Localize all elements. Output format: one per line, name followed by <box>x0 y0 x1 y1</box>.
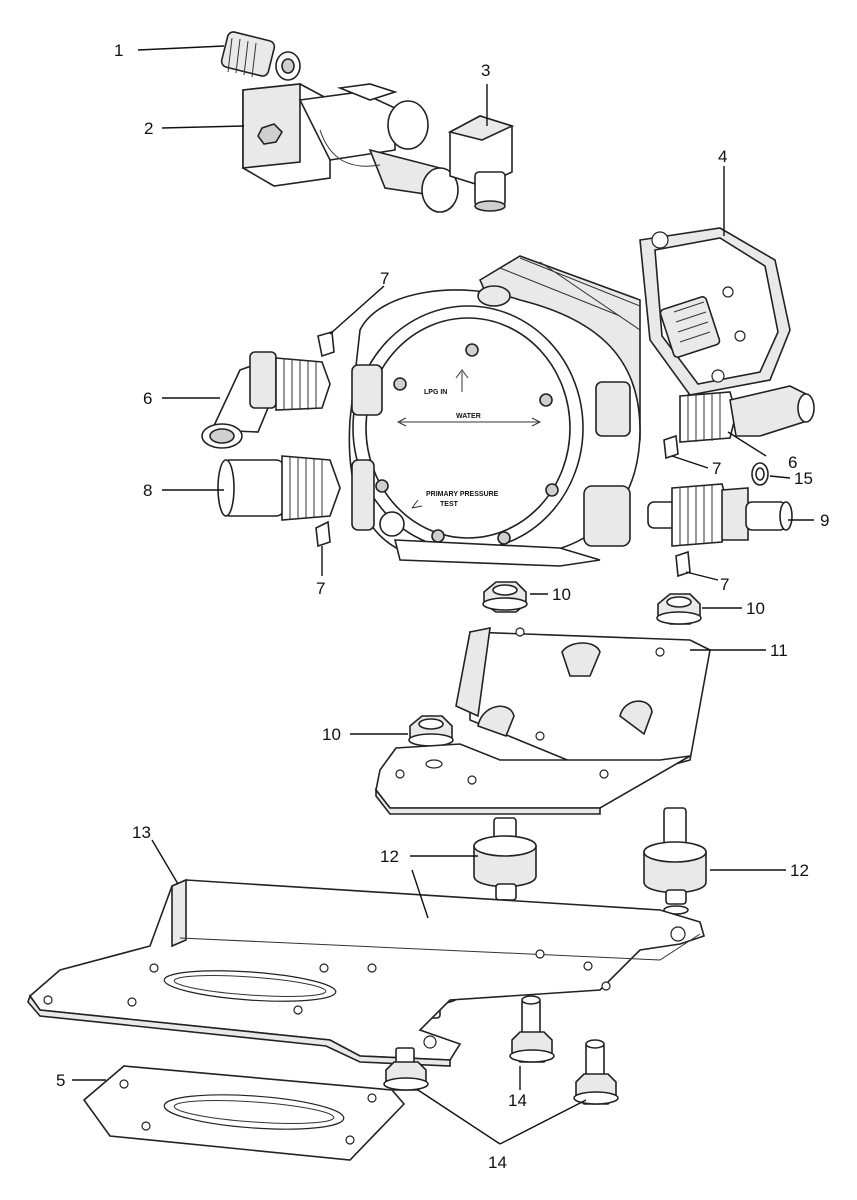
part-2-solenoid-valve <box>242 83 459 213</box>
water-label: WATER <box>456 413 481 420</box>
part-9-straight-fitting-right <box>647 483 793 547</box>
part-15-o-ring <box>751 462 769 486</box>
callout-2: 2 <box>144 119 153 138</box>
callout-11: 11 <box>770 641 788 660</box>
part-11-bracket <box>375 626 711 815</box>
part-10-nut-b <box>656 593 702 625</box>
callout-7-b: 7 <box>316 579 325 598</box>
lpg-in-label: LPG IN <box>424 389 447 396</box>
part-7-clips <box>315 330 691 578</box>
callout-7-a: 7 <box>380 269 389 288</box>
callout-7-d: 7 <box>720 575 729 594</box>
callout-1: 1 <box>114 41 123 60</box>
part-14-bolt-b <box>509 995 555 1063</box>
part-10-nut-c <box>408 715 454 747</box>
part-12-mount-a <box>473 817 537 909</box>
primary-pressure-label: PRIMARY PRESSURE <box>426 491 499 498</box>
part-5-gasket <box>82 1065 406 1161</box>
callout-8: 8 <box>143 481 152 500</box>
callout-13: 13 <box>132 823 151 842</box>
part-10-nut-a <box>482 581 528 613</box>
callout-4: 4 <box>718 147 727 166</box>
part-1-fitting <box>220 31 301 81</box>
callout-numbers: 1 2 3 4 7 6 8 7 7 6 15 9 7 10 10 11 10 1… <box>56 41 829 1172</box>
part-6-elbow-fitting-right <box>679 385 815 443</box>
callout-14-a: 14 <box>508 1091 527 1110</box>
callout-12-b: 12 <box>790 861 809 880</box>
callout-10-a: 10 <box>552 585 571 604</box>
callout-12-a: 12 <box>380 847 399 866</box>
part-4-regulator-module <box>639 227 791 396</box>
part-8-straight-fitting <box>217 455 341 521</box>
callout-3: 3 <box>481 61 490 80</box>
callout-10-b: 10 <box>746 599 765 618</box>
callout-9: 9 <box>820 511 829 530</box>
callout-14-b: 14 <box>488 1153 507 1172</box>
callout-5: 5 <box>56 1071 65 1090</box>
part-14-bolt-c <box>573 1039 619 1105</box>
callout-7-c: 7 <box>712 459 721 478</box>
leader-lines <box>72 45 814 1145</box>
callout-6-a: 6 <box>143 389 152 408</box>
part-13-base-plate <box>27 878 705 1067</box>
callout-10-c: 10 <box>322 725 341 744</box>
regulator-body: LPG IN WATER PRIMARY PRESSURE TEST <box>348 255 641 567</box>
test-label: TEST <box>440 501 459 508</box>
part-6-elbow-fitting-left <box>201 351 331 449</box>
callout-6-b: 6 <box>788 453 797 472</box>
part-12-mount-b <box>643 807 707 915</box>
part-14-bolt-a <box>383 1047 429 1091</box>
callout-15: 15 <box>794 469 813 488</box>
part-3-connector <box>447 115 515 212</box>
